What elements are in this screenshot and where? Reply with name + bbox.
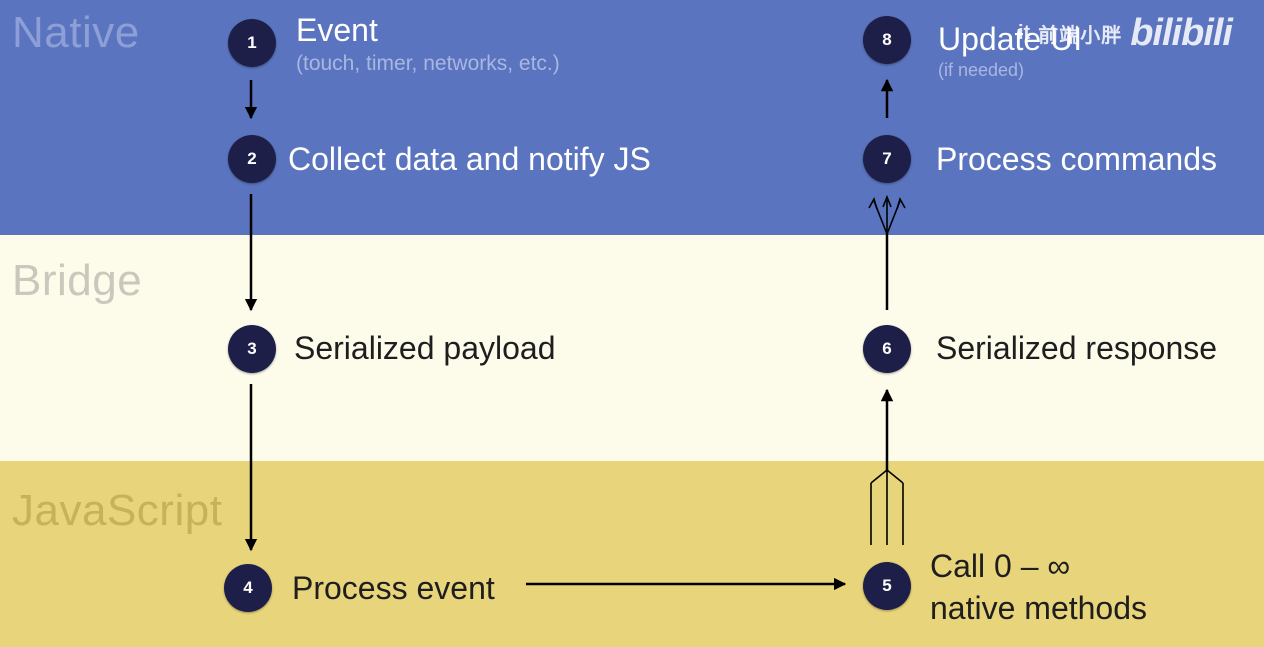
step-5-label: Call 0 – ∞: [930, 548, 1071, 584]
watermark-author: 前端小胖: [1038, 25, 1123, 47]
step-1-label: Event: [296, 12, 378, 48]
step-5-label-line2: native methods: [930, 590, 1148, 626]
step-4-badge: 4: [224, 564, 272, 612]
step-7-badge: 7: [863, 135, 911, 183]
native-layer-band: [0, 0, 1264, 235]
step-6-label: Serialized response: [936, 330, 1218, 366]
step-4-label: Process event: [292, 570, 495, 606]
step-7-label: Process commands: [936, 141, 1217, 177]
step-2-label: Collect data and notify JS: [288, 141, 651, 177]
bridge-layer-label: Bridge: [12, 256, 143, 305]
bilibili-watermark: it 前端小胖 bilibili: [1018, 12, 1233, 55]
bridge-layer-band: [0, 235, 1264, 461]
step-8-sublabel: (if needed): [938, 60, 1025, 80]
step-2-badge: 2: [228, 135, 276, 183]
step-6-badge: 6: [863, 325, 911, 373]
step-8-badge: 8: [863, 16, 911, 64]
step-3-badge: 3: [228, 325, 276, 373]
step-5-badge: 5: [863, 562, 911, 610]
step-1-badge: 1: [228, 19, 276, 67]
arrow-5-to-6: [870, 469, 904, 545]
step-3-label: Serialized payload: [294, 330, 556, 366]
watermark-prefix: it: [1018, 22, 1031, 44]
step-8-label: Update UI: [938, 21, 1083, 57]
javascript-layer-label: JavaScript: [12, 486, 223, 535]
bilibili-logo: bilibili: [1130, 12, 1233, 54]
step-1-sublabel: (touch, timer, networks, etc.): [296, 52, 560, 75]
javascript-layer-band: [0, 461, 1264, 647]
native-layer-label: Native: [12, 8, 140, 57]
